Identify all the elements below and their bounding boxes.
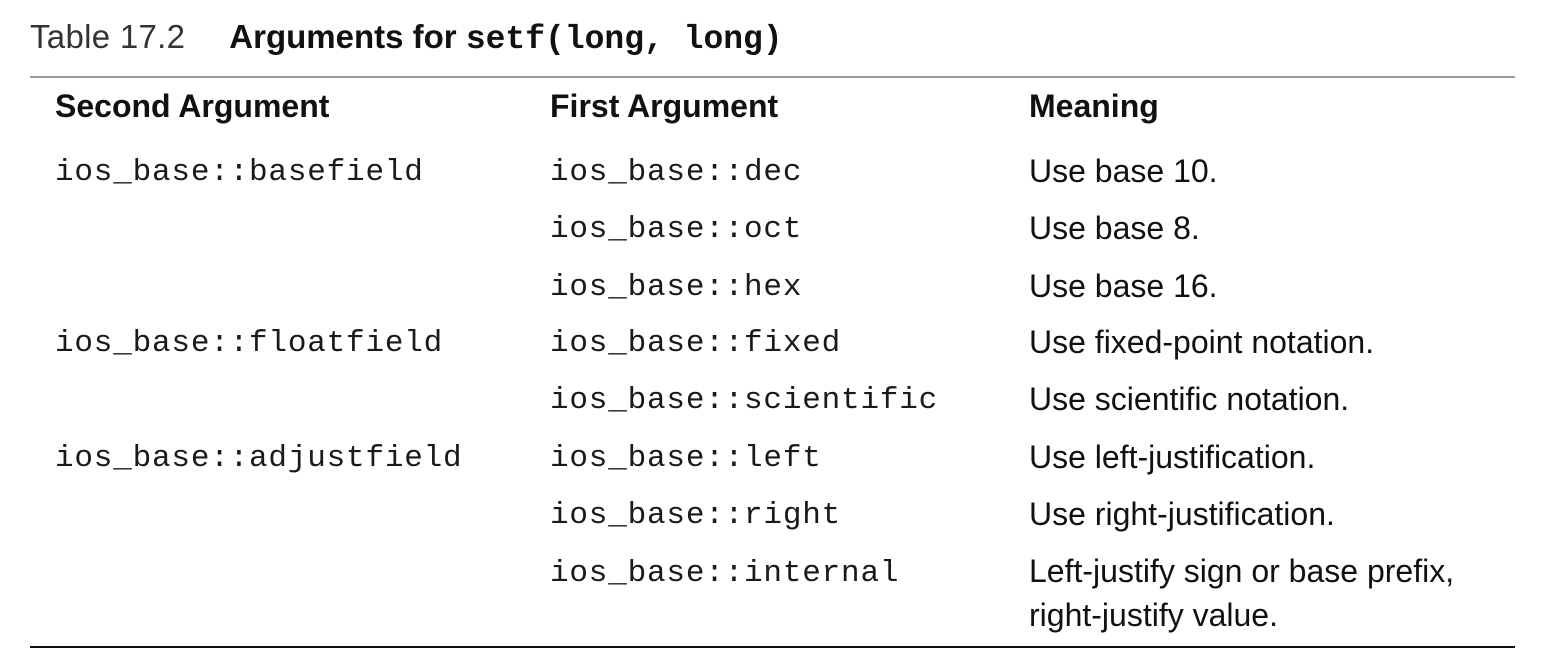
table-cell-meaning: Left-justify sign or base prefix, bbox=[1029, 553, 1455, 589]
column-header-meaning: Meaning bbox=[1029, 88, 1159, 124]
table-cell-second-argument: ios_base::basefield bbox=[55, 155, 424, 190]
table-bottom-rule bbox=[30, 646, 1515, 648]
table-cell-meaning: Use base 10. bbox=[1029, 153, 1218, 189]
table-cell-meaning: Use base 8. bbox=[1029, 210, 1200, 246]
table-title-text: Arguments for bbox=[229, 18, 466, 55]
table-cell-first-argument: ios_base::oct bbox=[550, 212, 803, 247]
table-cell-second-argument: ios_base::floatfield bbox=[55, 326, 444, 361]
table-cell-meaning: Use scientific notation. bbox=[1029, 381, 1350, 417]
table-cell-first-argument: ios_base::left bbox=[550, 441, 822, 476]
table-title-code: setf(long, long) bbox=[465, 21, 783, 58]
column-header-second-argument: Second Argument bbox=[55, 88, 330, 124]
table-top-rule bbox=[30, 76, 1515, 78]
table-caption: Table 17.2 Arguments for setf(long, long… bbox=[30, 18, 783, 68]
table-cell-first-argument: ios_base::right bbox=[550, 498, 842, 533]
table-cell-first-argument: ios_base::fixed bbox=[550, 326, 842, 361]
table-cell-meaning: Use fixed-point notation. bbox=[1029, 324, 1375, 360]
table-title: Arguments for setf(long, long) bbox=[229, 18, 782, 58]
table-cell-meaning: Use left-justification. bbox=[1029, 439, 1316, 475]
table-cell-first-argument: ios_base::hex bbox=[550, 270, 803, 305]
table-cell-meaning: Use right-justification. bbox=[1029, 496, 1335, 532]
table-cell-meaning-continued: right-justify value. bbox=[1029, 597, 1278, 633]
table-cell-meaning: Use base 16. bbox=[1029, 268, 1218, 304]
table-cell-first-argument: ios_base::scientific bbox=[550, 383, 939, 418]
column-header-first-argument: First Argument bbox=[550, 88, 779, 124]
table-cell-first-argument: ios_base::dec bbox=[550, 155, 803, 190]
table-cell-second-argument: ios_base::adjustfield bbox=[55, 441, 463, 476]
table-cell-first-argument: ios_base::internal bbox=[550, 556, 900, 591]
table-number: Table 17.2 bbox=[30, 18, 186, 55]
